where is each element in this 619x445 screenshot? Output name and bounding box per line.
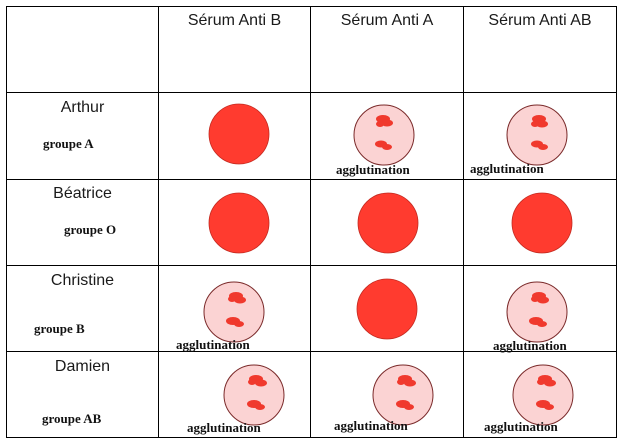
agglutination-label: agglutination: [484, 419, 558, 434]
well-damien-anti-b: [223, 364, 285, 426]
person-name-christine: Christine: [50, 272, 115, 289]
table-border-bottom: [6, 437, 616, 438]
agglutination-clump-icon: [247, 375, 267, 410]
agglutination-clump-icon: [536, 375, 556, 410]
agglutination-clump-icon: [226, 292, 246, 327]
agglutination-label: agglutination: [334, 418, 408, 433]
well-arthur-anti-ab: [506, 104, 568, 166]
well-damien-anti-a: [372, 364, 434, 426]
well-damien-anti-ab: [512, 364, 574, 426]
row-divider-1: [6, 92, 616, 93]
column-divider-1: [158, 6, 159, 438]
person-name-beatrice: Béatrice: [53, 185, 112, 202]
well-christine-anti-ab: [506, 281, 568, 343]
table-border-top: [6, 6, 616, 7]
row-divider-4: [6, 351, 616, 352]
column-header-anti-ab: Sérum Anti AB: [488, 12, 592, 29]
column-header-anti-b: Sérum Anti B: [187, 12, 282, 29]
blood-group-arthur: groupe A: [43, 136, 94, 151]
blood-group-damien: groupe AB: [42, 411, 102, 426]
row-divider-2: [6, 179, 616, 180]
agglutination-label: agglutination: [493, 338, 567, 353]
agglutination-label: agglutination: [187, 420, 261, 435]
person-name-arthur: Arthur: [60, 99, 105, 116]
row-divider-3: [6, 265, 616, 266]
blood-group-beatrice: groupe O: [64, 222, 117, 237]
well-christine-anti-a: [356, 278, 418, 340]
well-christine-anti-b: [203, 281, 265, 343]
agglutination-label: agglutination: [176, 337, 250, 352]
agglutination-label: agglutination: [336, 162, 410, 177]
agglutination-clump-icon: [531, 115, 548, 150]
column-header-anti-a: Sérum Anti A: [340, 12, 434, 29]
agglutination-label: agglutination: [470, 161, 544, 176]
table-border-right: [616, 6, 617, 438]
well-beatrice-anti-a: [357, 192, 419, 254]
column-divider-3: [463, 6, 464, 438]
table-border-left: [6, 6, 7, 438]
agglutination-clump-icon: [375, 115, 393, 150]
blood-group-christine: groupe B: [34, 321, 85, 336]
agglutination-clump-icon: [396, 375, 416, 410]
well-arthur-anti-b: [208, 103, 270, 165]
agglutination-clump-icon: [529, 292, 549, 327]
well-beatrice-anti-b: [208, 192, 270, 254]
column-divider-2: [310, 6, 311, 438]
well-beatrice-anti-ab: [511, 192, 573, 254]
well-arthur-anti-a: [353, 104, 415, 166]
person-name-damien: Damien: [54, 358, 111, 375]
